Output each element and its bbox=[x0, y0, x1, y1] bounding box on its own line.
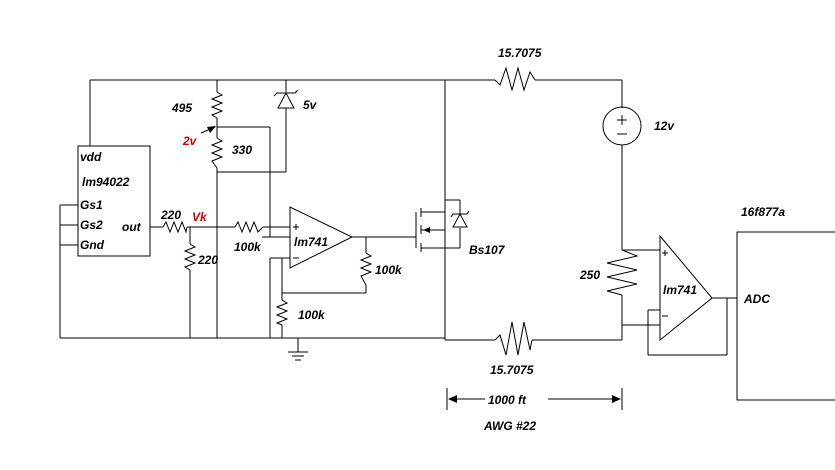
mcu-name-label: 16f877a bbox=[741, 205, 785, 219]
resistor-100k-ground-label: 100k bbox=[298, 308, 326, 322]
resistor-100k-feedback bbox=[359, 252, 373, 286]
pin-vdd-label: vdd bbox=[80, 150, 102, 164]
battery-label: 12v bbox=[654, 119, 675, 133]
opamp-1-polarity bbox=[293, 224, 299, 259]
resistor-220-shunt-label: 220 bbox=[197, 253, 218, 267]
mosfet-body-diode-icon bbox=[450, 210, 470, 228]
wiper-arrow-icon bbox=[200, 126, 216, 134]
resistor-100k-input bbox=[234, 220, 264, 234]
resistor-line-bottom-label: 15.7075 bbox=[490, 363, 534, 377]
opamp-1 bbox=[289, 206, 354, 269]
pin-gs2-label: Gs2 bbox=[80, 218, 103, 232]
resistor-220-shunt bbox=[183, 243, 197, 271]
cable-length-label: 1000 ft bbox=[488, 393, 527, 407]
resistor-line-bottom bbox=[494, 321, 533, 356]
resistor-250 bbox=[606, 249, 639, 296]
wires bbox=[59, 79, 737, 410]
resistor-330 bbox=[210, 137, 224, 169]
pin-gs1-label: Gs1 bbox=[80, 198, 103, 212]
tap-voltage-label: 2v bbox=[182, 134, 198, 148]
microcontroller bbox=[736, 231, 835, 401]
sensor-ic bbox=[77, 145, 151, 257]
zener-label: 5v bbox=[303, 98, 318, 112]
mcu-adc-label: ADC bbox=[743, 292, 770, 306]
resistor-220-series-label: 220 bbox=[160, 208, 181, 222]
opamp-2-label: lm741 bbox=[663, 283, 697, 297]
resistor-495-label: 495 bbox=[171, 101, 192, 115]
cable-gauge-label: AWG #22 bbox=[483, 419, 536, 433]
resistor-220-series bbox=[162, 220, 188, 234]
resistor-100k-input-label: 100k bbox=[234, 240, 262, 254]
opamp-1-label: lm741 bbox=[294, 235, 328, 249]
resistor-100k-ground bbox=[275, 299, 289, 326]
ground-icon bbox=[288, 351, 308, 361]
node-vk-label: Vk bbox=[192, 210, 208, 224]
mosfet-label: Bs107 bbox=[469, 243, 506, 257]
opamp-2 bbox=[659, 234, 713, 342]
resistor-line-top-label: 15.7075 bbox=[498, 46, 542, 60]
resistor-line-top bbox=[494, 66, 536, 92]
resistor-330-label: 330 bbox=[232, 143, 252, 157]
resistor-100k-feedback-label: 100k bbox=[375, 263, 403, 277]
zener-diode-icon bbox=[273, 89, 299, 109]
dimension-arrow-left-icon bbox=[448, 395, 457, 403]
mosfet-bs107 bbox=[415, 208, 436, 252]
resistor-250-label: 250 bbox=[579, 268, 600, 282]
resistor-495 bbox=[210, 91, 224, 119]
pin-out-label: out bbox=[122, 220, 142, 234]
opamp-2-polarity bbox=[662, 250, 668, 317]
pin-gnd-label: Gnd bbox=[80, 238, 105, 252]
sensor-part-label: lm94022 bbox=[82, 175, 130, 189]
dimension-arrow-right-icon bbox=[612, 395, 621, 403]
battery-12v bbox=[602, 106, 642, 146]
